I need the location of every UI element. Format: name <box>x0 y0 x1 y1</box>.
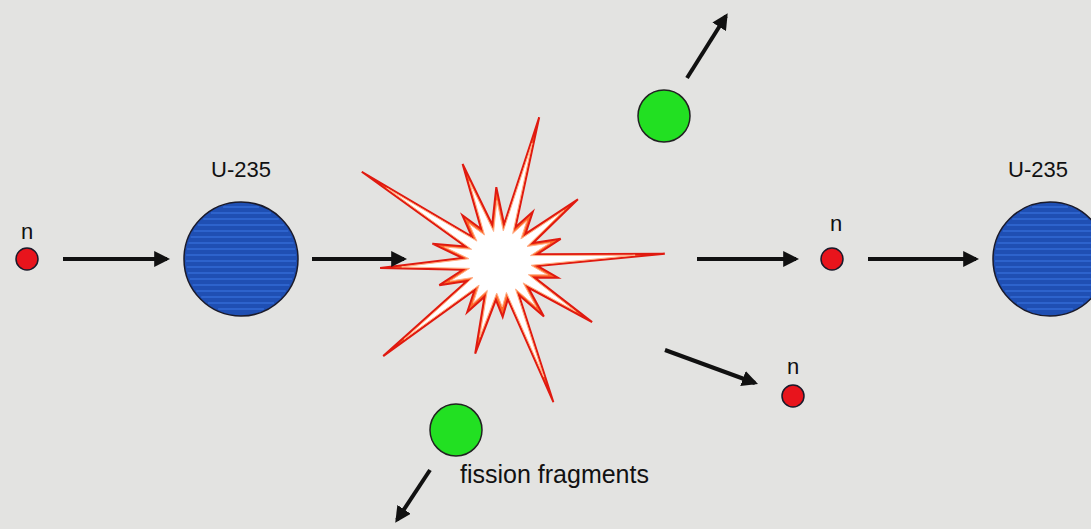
arrow <box>312 257 404 261</box>
node-outline <box>820 247 844 271</box>
node-label: n <box>21 219 33 245</box>
node-label: U-235 <box>211 157 271 183</box>
node-outline <box>781 384 805 408</box>
neutron: n <box>820 247 844 271</box>
node-label: U-235 <box>1008 157 1068 183</box>
uranium-nucleus: U-235 <box>992 201 1091 317</box>
node-outline <box>15 247 39 271</box>
arrow <box>697 257 796 261</box>
arrow <box>397 470 430 520</box>
caption-label: fission fragments <box>460 460 649 489</box>
uranium-nucleus: U-235 <box>183 201 299 317</box>
arrow-connector <box>63 257 167 261</box>
fission-fragment <box>430 404 482 456</box>
node-label: n <box>787 354 799 380</box>
arrow-connector <box>868 257 976 261</box>
burst-outer <box>362 117 665 402</box>
arrow <box>665 350 755 383</box>
neutron: n <box>15 247 39 271</box>
node-outline <box>183 201 299 317</box>
explosion-burst <box>362 117 665 402</box>
arrow <box>687 16 726 78</box>
neutron: n <box>781 384 805 408</box>
fission-fragment <box>638 90 690 142</box>
node-label: n <box>830 211 842 237</box>
node-outline <box>992 201 1091 317</box>
burst-inner <box>387 143 635 377</box>
